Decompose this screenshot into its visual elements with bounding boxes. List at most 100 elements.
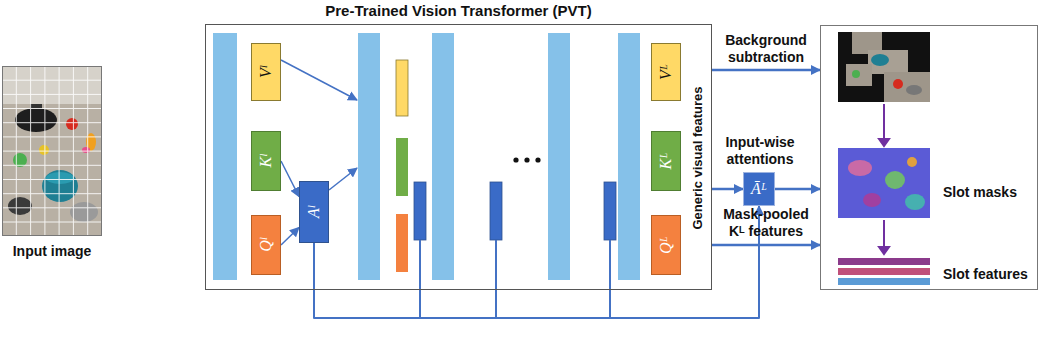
transformer-layer-bar bbox=[213, 33, 640, 280]
query-box: Qˡ bbox=[251, 215, 281, 275]
background-subtracted-thumbnail bbox=[838, 32, 930, 102]
mean-attention-box: Āᴸ bbox=[743, 172, 775, 206]
slot-mask-thumbnail bbox=[848, 160, 872, 176]
purple-arrow bbox=[879, 247, 889, 254]
background-subtracted-thumbnail bbox=[906, 85, 922, 95]
pvt-box: Pre-Trained Vision Transformer (PVT)Gene… bbox=[205, 24, 712, 290]
small-qkv-block bbox=[396, 214, 408, 272]
connector bbox=[775, 188, 820, 191]
node-text: Qˡ bbox=[256, 238, 275, 252]
node-text: Kˡ bbox=[256, 155, 275, 168]
connector bbox=[712, 188, 743, 191]
input-photo bbox=[70, 202, 98, 222]
transformer-layer-bar bbox=[548, 33, 570, 280]
slot-mask-thumbnail bbox=[838, 148, 930, 218]
background-subtracted-thumbnail bbox=[868, 50, 908, 74]
input-photo bbox=[2, 165, 102, 166]
input-photo bbox=[2, 222, 102, 223]
input-photo bbox=[2, 66, 102, 236]
small-qkv-block bbox=[604, 182, 616, 240]
input-photo bbox=[46, 172, 74, 184]
input-photo bbox=[2, 151, 102, 152]
value-box: Vˡ bbox=[251, 43, 281, 101]
small-qkv-block bbox=[396, 60, 616, 272]
connector bbox=[281, 161, 299, 197]
transformer-layer-bar bbox=[432, 33, 454, 280]
background-subtracted-thumbnail bbox=[838, 32, 930, 102]
node-text: Vᴸ bbox=[656, 64, 675, 80]
slot-mask-thumbnail bbox=[905, 194, 925, 210]
small-qkv-block bbox=[396, 60, 408, 116]
node-text: Slot features bbox=[943, 266, 1028, 283]
connector bbox=[281, 228, 299, 246]
key-box: Kᴸ bbox=[651, 131, 681, 191]
input-photo bbox=[2, 179, 102, 180]
key-box: Kˡ bbox=[251, 131, 281, 191]
edge-label: Input-wise attentions bbox=[712, 134, 808, 168]
slot-mask-thumbnail bbox=[907, 157, 917, 167]
query-box: Qᴸ bbox=[651, 215, 681, 275]
input-photo bbox=[2, 80, 102, 81]
node-text: Input image bbox=[13, 243, 92, 260]
attention-box: Aˡ bbox=[299, 181, 329, 243]
small-qkv-block bbox=[490, 182, 502, 240]
slot-feature-bar bbox=[838, 258, 930, 285]
slot-mask-thumbnail bbox=[885, 171, 905, 189]
value-box: Vᴸ bbox=[651, 43, 681, 101]
purple-arrow bbox=[879, 104, 889, 254]
input-photo bbox=[8, 197, 32, 215]
edge-label: Mask-pooled Kᴸ features bbox=[718, 206, 814, 240]
connector bbox=[712, 69, 820, 72]
flow-arrow bbox=[329, 168, 357, 190]
node-text: Āᴸ bbox=[751, 179, 767, 198]
input-photo bbox=[2, 108, 102, 109]
attention-bus-drop bbox=[609, 240, 611, 318]
input-photo bbox=[66, 118, 78, 130]
node-text: Qᴸ bbox=[656, 236, 675, 254]
node-text: Kᴸ bbox=[656, 152, 675, 169]
output-box: Slot masksSlot features bbox=[820, 25, 1038, 290]
background-subtracted-thumbnail bbox=[893, 79, 903, 89]
attention-bus-drop bbox=[420, 240, 610, 318]
transformer-layer-bar bbox=[618, 33, 640, 280]
background-subtracted-thumbnail bbox=[884, 72, 930, 102]
input-photo bbox=[42, 170, 78, 202]
input-photo bbox=[2, 66, 102, 104]
input-photo bbox=[15, 108, 57, 132]
node-text: Pre-Trained Vision Transformer (PVT) bbox=[325, 2, 591, 20]
edge-label: Background subtraction bbox=[718, 32, 814, 66]
node-text: Slot masks bbox=[943, 184, 1017, 201]
background-subtracted-thumbnail bbox=[846, 64, 872, 86]
small-qkv-block bbox=[396, 138, 408, 196]
attention-bus-drop bbox=[495, 240, 497, 318]
purple-arrow bbox=[879, 139, 889, 146]
node-text: Aˡ bbox=[304, 206, 323, 218]
ellipsis-dots bbox=[535, 157, 540, 162]
input-photo bbox=[82, 147, 90, 153]
input-image-frame: Input image bbox=[2, 66, 102, 236]
slot-mask-thumbnail bbox=[838, 148, 930, 218]
slot-feature-bar bbox=[838, 278, 930, 285]
background-subtracted-thumbnail bbox=[852, 70, 860, 78]
flow-arrow bbox=[281, 60, 357, 100]
attention-bus-drop bbox=[419, 240, 421, 318]
node-text: Vˡ bbox=[256, 66, 275, 78]
input-photo bbox=[2, 136, 102, 137]
transformer-layer-bar bbox=[358, 33, 380, 280]
ellipsis-dots bbox=[513, 157, 540, 162]
transformer-layer-bar bbox=[213, 33, 237, 280]
node-text: Generic visual features bbox=[690, 86, 706, 229]
input-photo bbox=[2, 193, 102, 194]
input-photo bbox=[2, 66, 102, 236]
slot-feature-bar bbox=[838, 268, 930, 275]
input-photo bbox=[39, 145, 49, 155]
input-photo bbox=[2, 122, 102, 123]
input-photo bbox=[2, 66, 102, 236]
ellipsis-dots bbox=[524, 157, 529, 162]
slot-feature-bar bbox=[838, 258, 930, 265]
background-subtracted-thumbnail bbox=[871, 54, 889, 66]
small-qkv-block bbox=[414, 182, 426, 240]
purple-arrow bbox=[883, 220, 885, 248]
